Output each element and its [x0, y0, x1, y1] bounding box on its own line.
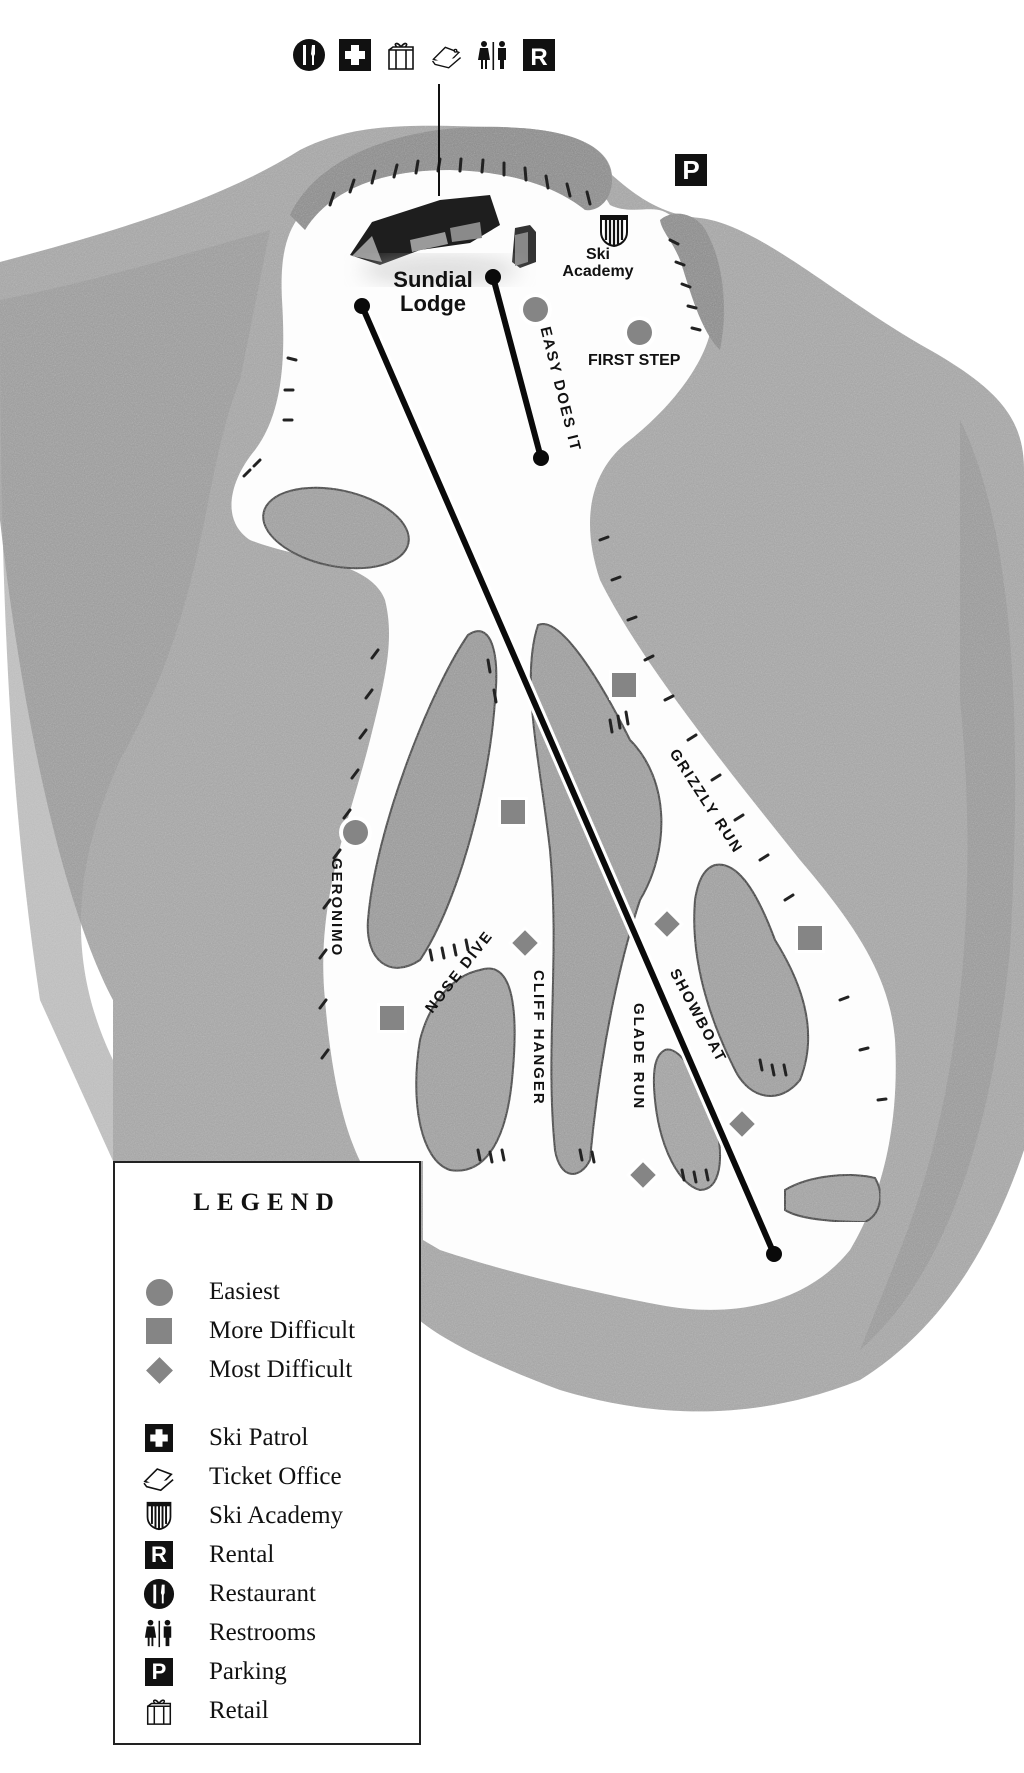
ticket-office-icon	[139, 1462, 179, 1492]
run-label-geronimo: GERONIMO	[328, 858, 345, 958]
svg-text:R: R	[530, 44, 547, 71]
legend-row-ticket-office: Ticket Office	[139, 1460, 342, 1494]
restrooms-icon	[139, 1617, 179, 1649]
ticket-office-icon	[430, 38, 464, 72]
legend-row-ski-patrol: Ski Patrol	[139, 1421, 308, 1455]
legend-row-ski-academy: Ski Academy	[139, 1499, 343, 1533]
parking-icon: P	[139, 1658, 179, 1686]
main-lift-line	[359, 304, 777, 1256]
legend-row-most-difficult: Most Difficult	[139, 1353, 352, 1387]
ski-patrol-icon	[139, 1424, 179, 1452]
parking-icon: P	[675, 154, 707, 186]
legend-row-more-difficult: More Difficult	[139, 1314, 355, 1348]
ski-academy-icon	[599, 214, 629, 253]
more-difficult-marker-grizzly-run	[612, 673, 636, 697]
more-difficult-marker	[798, 926, 822, 950]
legend-row-rental: R Rental	[139, 1538, 274, 1572]
run-label-cliff-hanger: CLIFF HANGER	[530, 970, 547, 1106]
ski-patrol-icon	[338, 38, 372, 72]
easy-lift-top-terminal	[485, 269, 501, 285]
retail-icon	[139, 1695, 179, 1727]
legend-row-parking: P Parking	[139, 1655, 287, 1689]
legend-title: LEGEND	[193, 1189, 341, 1216]
legend: LEGEND Easiest More Difficult Most Diffi…	[113, 1161, 421, 1745]
lodge-amenities: R	[292, 38, 556, 72]
main-lift-bottom-terminal	[766, 1246, 782, 1262]
more-difficult-marker	[501, 800, 525, 824]
easiest-marker-geronimo	[343, 820, 368, 845]
easy-lift-bottom-terminal	[533, 450, 549, 466]
run-label-glade-run: GLADE RUN	[630, 1003, 647, 1111]
rental-icon: R	[139, 1541, 179, 1569]
legend-row-easiest: Easiest	[139, 1275, 280, 1309]
circle-icon	[145, 1278, 173, 1306]
restaurant-icon	[139, 1578, 179, 1610]
main-lift-top-terminal	[354, 298, 370, 314]
ski-academy-icon	[139, 1501, 179, 1531]
more-difficult-marker-nose-dive	[380, 1006, 404, 1030]
legend-row-restaurant: Restaurant	[139, 1577, 316, 1611]
square-icon	[146, 1318, 172, 1344]
rental-icon: R	[522, 38, 556, 72]
chairlift-lines	[354, 269, 782, 1262]
sundial-lodge-building	[350, 195, 536, 284]
legend-row-restrooms: Restrooms	[139, 1616, 316, 1650]
easiest-marker-first-step	[627, 320, 652, 345]
retail-icon	[384, 38, 418, 72]
diamond-icon	[145, 1356, 173, 1384]
restaurant-icon	[292, 38, 326, 72]
restrooms-icon	[476, 38, 510, 72]
easiest-marker-easy-does-it	[523, 297, 548, 322]
legend-row-retail: Retail	[139, 1694, 269, 1728]
run-label-first-step: FIRST STEP	[588, 352, 681, 369]
easy-lift-line	[490, 276, 544, 459]
